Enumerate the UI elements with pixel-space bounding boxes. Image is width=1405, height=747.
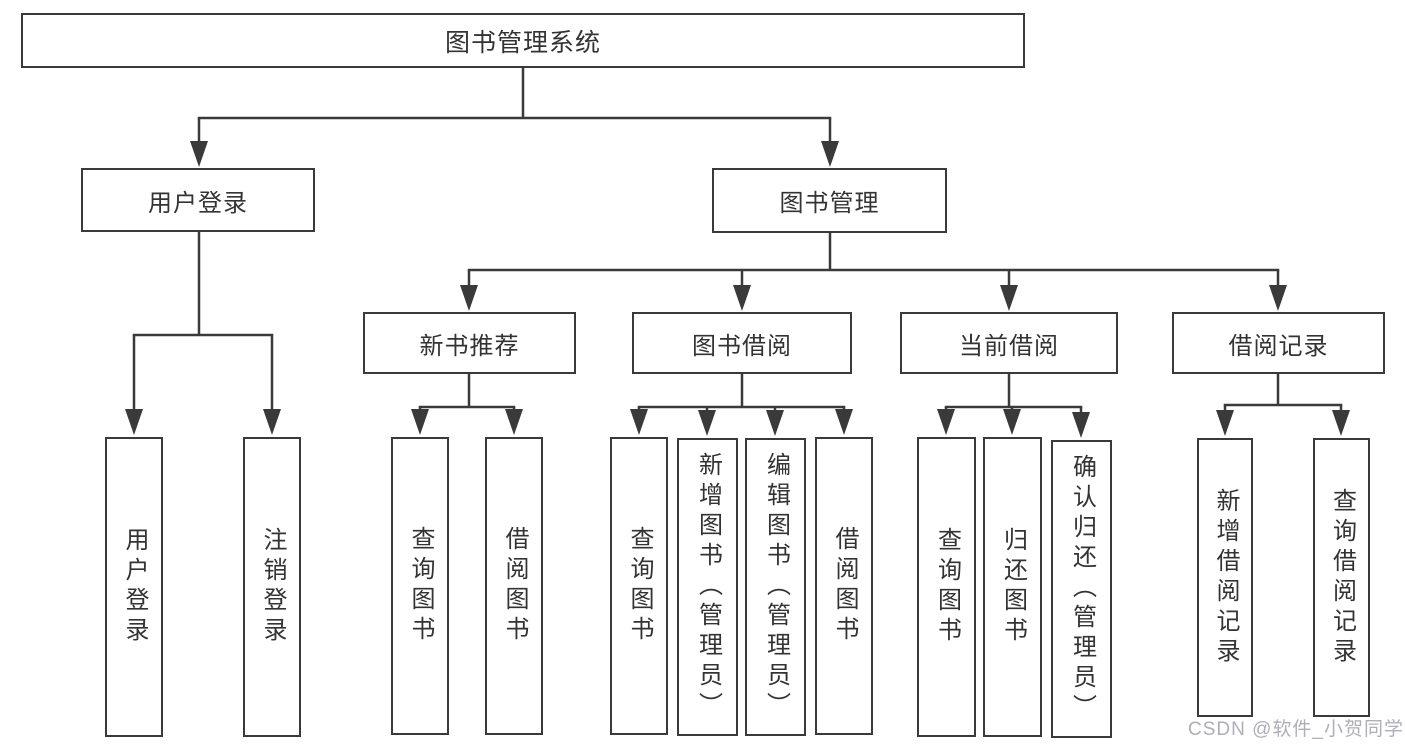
leaf-label: 查询图书 bbox=[933, 527, 961, 647]
leaf-query-books-1: 查询图书 bbox=[391, 437, 449, 735]
node-user-login: 用户登录 bbox=[81, 168, 315, 232]
connector-root-to-level2 bbox=[190, 68, 839, 167]
node-new-book-recommend: 新书推荐 bbox=[363, 312, 576, 374]
leaf-label: 查询图书 bbox=[626, 526, 653, 646]
node-borrow-records: 借阅记录 bbox=[1172, 312, 1385, 374]
leaf-label: 借阅图书 bbox=[501, 526, 528, 646]
leaf-query-books-2: 查询图书 bbox=[610, 437, 668, 735]
connector-borrow-records-to-leaves bbox=[1216, 374, 1350, 436]
leaf-logout: 注销登录 bbox=[243, 437, 301, 737]
leaf-borrow-books-1: 借阅图书 bbox=[485, 437, 543, 735]
leaf-borrow-books-2: 借阅图书 bbox=[815, 437, 873, 735]
leaf-return-books: 归还图书 bbox=[983, 437, 1042, 737]
leaf-label: 查询借阅记录 bbox=[1328, 487, 1356, 668]
leaf-label: 借阅图书 bbox=[831, 526, 858, 646]
leaf-add-borrow-record: 新增借阅记录 bbox=[1197, 438, 1253, 717]
node-current-borrow: 当前借阅 bbox=[900, 312, 1118, 374]
leaf-label: 编辑图书（管理员） bbox=[762, 452, 790, 722]
watermark: CSDN @软件_小贺同学 bbox=[1188, 719, 1404, 740]
leaf-query-books-3: 查询图书 bbox=[917, 437, 976, 737]
leaf-label: 确认归还（管理员） bbox=[1068, 454, 1096, 724]
node-root-system: 图书管理系统 bbox=[21, 13, 1025, 68]
leaf-label: 注销登录 bbox=[259, 527, 286, 647]
leaf-query-borrow-record: 查询借阅记录 bbox=[1313, 438, 1370, 717]
connector-book-management-to-level3 bbox=[460, 233, 1287, 311]
connector-user-login-to-leaves bbox=[125, 232, 281, 435]
leaf-user-login: 用户登录 bbox=[105, 437, 163, 737]
leaf-confirm-return-admin: 确认归还（管理员） bbox=[1051, 440, 1112, 738]
leaf-label: 归还图书 bbox=[999, 527, 1027, 647]
leaf-label: 查询图书 bbox=[407, 526, 434, 646]
node-book-management: 图书管理 bbox=[712, 168, 947, 233]
leaf-edit-books-admin: 编辑图书（管理员） bbox=[745, 438, 806, 736]
leaf-label: 用户登录 bbox=[121, 527, 148, 647]
leaf-add-books-admin: 新增图书（管理员） bbox=[677, 438, 738, 736]
connector-current-borrow-to-leaves bbox=[937, 374, 1090, 438]
leaf-label: 新增图书（管理员） bbox=[694, 452, 722, 722]
connector-book-borrow-to-leaves bbox=[630, 374, 853, 436]
node-book-borrow: 图书借阅 bbox=[632, 312, 852, 374]
leaf-label: 新增借阅记录 bbox=[1212, 487, 1239, 668]
connector-new-book-recommend-to-leaves bbox=[411, 374, 523, 435]
